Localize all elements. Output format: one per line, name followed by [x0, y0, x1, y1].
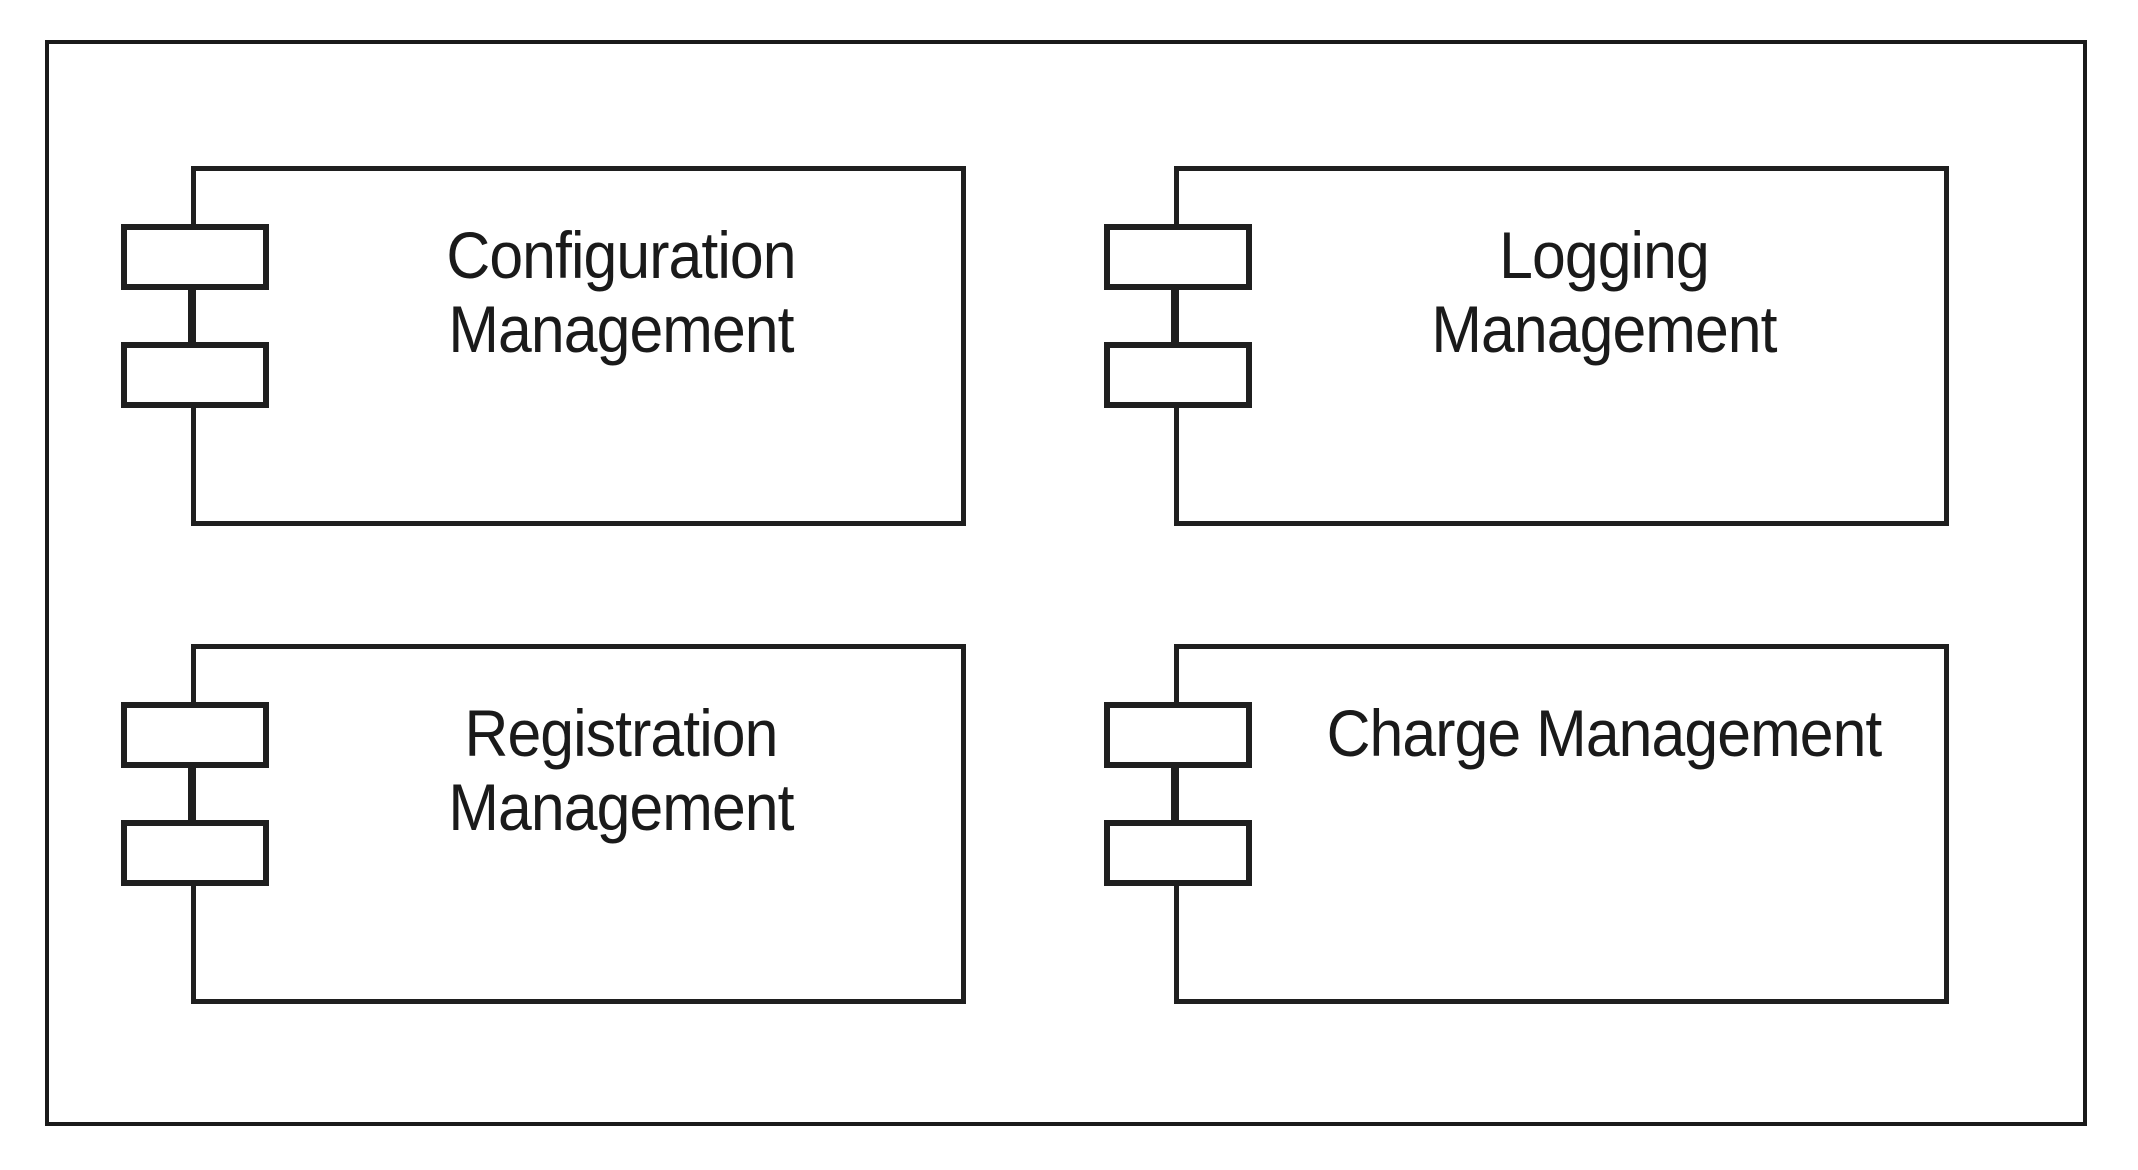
- component-port-lower[interactable]: [1104, 342, 1252, 408]
- diagram-outer-frame: Configuration Management Logging Managem…: [45, 40, 2087, 1126]
- component-port-upper[interactable]: [1104, 702, 1252, 768]
- component-port-upper[interactable]: [121, 224, 269, 290]
- component-body: [1174, 166, 1949, 526]
- component-label: Configuration Management: [446, 218, 796, 366]
- component-port-lower[interactable]: [1104, 820, 1252, 886]
- component-port-upper[interactable]: [1104, 224, 1252, 290]
- component-body: [191, 166, 966, 526]
- component-label: Logging Management: [1431, 218, 1777, 366]
- component-logging-management[interactable]: Logging Management: [1104, 166, 1949, 526]
- component-label: Charge Management: [1326, 696, 1883, 770]
- component-port-lower[interactable]: [121, 342, 269, 408]
- port-connector-line: [188, 768, 194, 820]
- component-label: Registration Management: [448, 696, 794, 844]
- component-port-upper[interactable]: [121, 702, 269, 768]
- component-charge-management[interactable]: Charge Management: [1104, 644, 1949, 1004]
- component-body: [191, 644, 966, 1004]
- port-connector-line: [1171, 290, 1177, 342]
- component-configuration-management[interactable]: Configuration Management: [121, 166, 966, 526]
- component-body: [1174, 644, 1949, 1004]
- port-connector-line: [188, 290, 194, 342]
- port-connector-line: [1171, 768, 1177, 820]
- component-registration-management[interactable]: Registration Management: [121, 644, 966, 1004]
- component-port-lower[interactable]: [121, 820, 269, 886]
